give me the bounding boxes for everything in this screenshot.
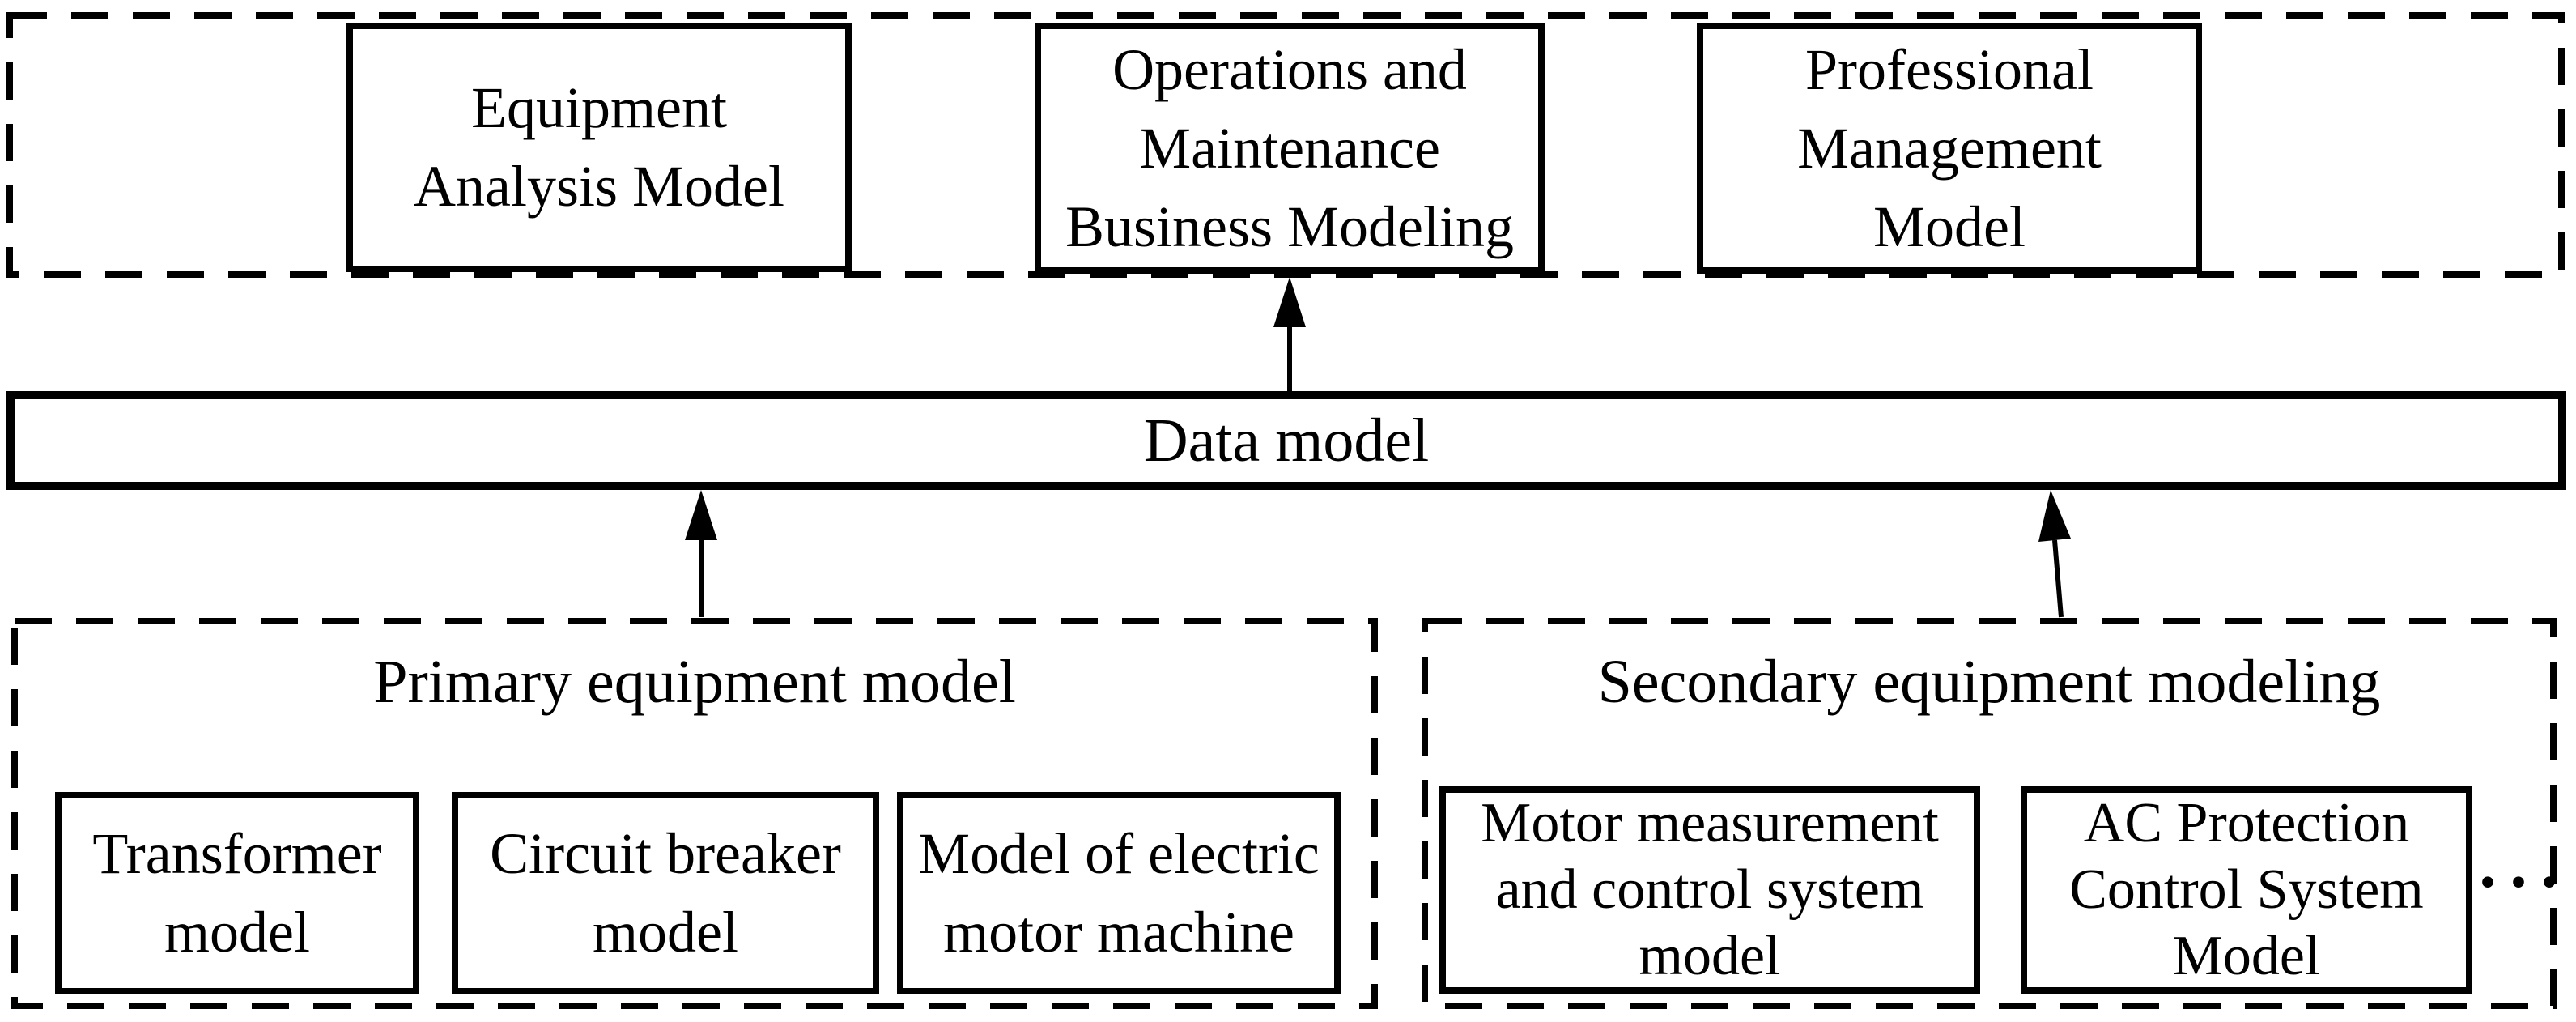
data-model-bar: Data model <box>6 391 2566 490</box>
motor-measurement-control-system-model-box: Motor measurement and control system mod… <box>1439 786 1980 994</box>
box-label-line: Equipment <box>471 75 727 140</box>
operations-maintenance-business-modeling-box: Operations and Maintenance Business Mode… <box>1035 23 1545 274</box>
box-label-line: Model <box>1873 194 2026 259</box>
secondary-section-title: Secondary equipment modeling <box>1597 648 2381 716</box>
more-models-ellipsis: ··· <box>2476 845 2570 920</box>
box-label-line: Management <box>1797 115 2102 181</box>
arrow-data-model-to-top-layer-icon <box>1273 277 1306 391</box>
professional-management-model-box: Professional Management Model <box>1697 23 2202 274</box>
box-label-line: AC Protection <box>2083 792 2410 854</box>
ac-protection-control-system-model-box: AC Protection Control System Model <box>2021 786 2472 994</box>
box-label-line: Motor measurement <box>1481 792 1939 854</box>
box-label-line: and control system <box>1495 858 1924 921</box>
box-label-line: Transformer <box>92 821 382 886</box>
data-model-label: Data model <box>1143 407 1430 475</box>
box-label-line: Business Modeling <box>1065 194 1515 259</box>
arrow-primary-to-data-model-icon <box>685 490 717 617</box>
primary-equipment-dashed-container <box>11 618 1378 1009</box>
box-label-line: model <box>1639 925 1781 987</box>
box-label-line: motor machine <box>943 900 1294 965</box>
primary-section-title: Primary equipment model <box>373 648 1016 716</box>
electric-motor-machine-model-box: Model of electric motor machine <box>897 792 1341 994</box>
box-label-line: Maintenance <box>1139 115 1440 181</box>
box-label-line: Model <box>2172 925 2321 987</box>
box-label-line: model <box>164 900 310 965</box>
transformer-model-box: Transformer model <box>55 792 419 994</box>
box-label-line: Professional <box>1805 36 2094 102</box>
top-layer-dashed-container <box>6 12 2565 278</box>
equipment-analysis-model-box: Equipment Analysis Model <box>346 23 852 272</box>
secondary-equipment-dashed-container <box>1422 618 2557 1009</box>
box-label-line: Model of electric <box>918 821 1320 886</box>
box-label-line: Operations and <box>1112 36 1467 102</box>
box-label-line: model <box>593 900 738 965</box>
box-label-line: Analysis Model <box>414 154 784 219</box>
circuit-breaker-model-box: Circuit breaker model <box>452 792 879 994</box>
arrow-secondary-to-data-model-icon <box>2038 490 2071 618</box>
box-label-line: Circuit breaker <box>490 821 841 886</box>
box-label-line: Control System <box>2069 858 2424 921</box>
